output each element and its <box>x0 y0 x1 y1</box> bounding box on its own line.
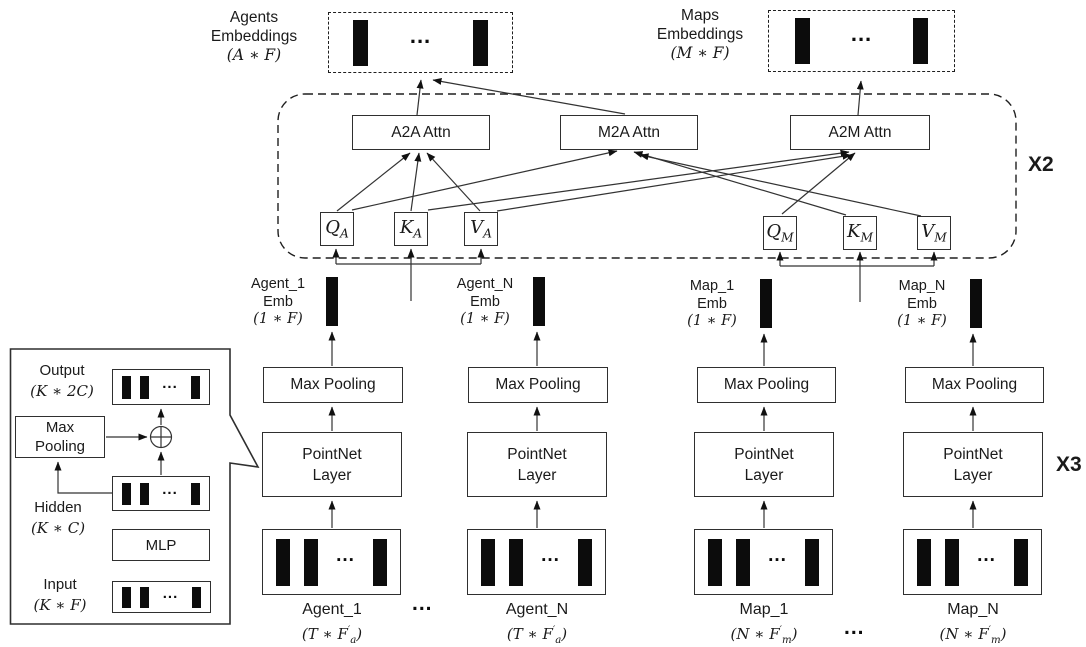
ellipsis: ... <box>850 21 873 46</box>
a2a-attention-box: A2A Attn <box>352 115 490 150</box>
key-agent-box: KA <box>394 212 428 246</box>
embedding-bar <box>913 18 928 64</box>
ellipsis: ... <box>336 545 355 566</box>
input-label-mapN: Map_N (N ∗ F′m) <box>939 601 1007 646</box>
input-label-agentN: Agent_N (T ∗ F′a) <box>505 601 569 646</box>
inset-input-bars: ... <box>112 581 211 613</box>
map1-emb-bar <box>760 279 772 328</box>
ellipsis: ... <box>162 481 178 498</box>
m2a-attention-box: M2A Attn <box>560 115 698 150</box>
ellipsis: ... <box>768 545 787 566</box>
maps-embeddings-box: ... <box>768 10 955 72</box>
inset-hidden-label: Hidden(K ∗ C) <box>30 499 86 537</box>
input-box-agentN: ... <box>467 529 606 595</box>
inset-output-label: Output(K ∗ 2C) <box>30 362 94 400</box>
inset-hidden-bars: ... <box>112 476 210 511</box>
inset-output-bars: ... <box>112 369 210 405</box>
agentN-emb-bar <box>533 277 545 326</box>
encoder-repeat-label: X3 <box>1056 453 1082 476</box>
agents-embeddings-box: ... <box>328 12 513 73</box>
query-agent-box: QA <box>320 212 354 246</box>
query-map-box: QM <box>763 216 797 250</box>
input-box-agent1: ... <box>262 529 401 595</box>
mapN-emb-bar <box>970 279 982 328</box>
ellipsis: ... <box>162 374 178 392</box>
agents-embeddings-label: Agents Embeddings (A ∗ F) <box>210 9 298 64</box>
value-agent-box: VA <box>464 212 498 246</box>
embedding-bar <box>353 19 368 66</box>
agent1-emb-bar <box>326 277 338 326</box>
input-box-map1: ... <box>694 529 833 595</box>
ellipsis: ... <box>977 545 996 566</box>
maxpool-box-map1: Max Pooling <box>697 367 836 403</box>
ellipsis: ... <box>412 592 433 615</box>
embedding-bar <box>473 19 488 66</box>
maxpool-box-agent1: Max Pooling <box>263 367 403 403</box>
maxpool-box-agentN: Max Pooling <box>468 367 608 403</box>
embedding-bar <box>795 18 810 64</box>
value-map-box: VM <box>917 216 951 250</box>
inset-mlp-box: MLP <box>112 529 210 561</box>
maps-embeddings-label: Maps Embeddings (M ∗ F) <box>656 7 744 62</box>
ellipsis: ... <box>162 584 179 602</box>
maxpool-box-mapN: Max Pooling <box>905 367 1044 403</box>
attention-block-outline <box>277 93 1017 259</box>
key-map-box: KM <box>843 216 877 250</box>
input-label-map1: Map_1 (N ∗ F′m) <box>730 601 798 646</box>
inset-input-label: Input(K ∗ F) <box>33 576 87 614</box>
sum-concat-icon <box>149 425 173 449</box>
ellipsis: ... <box>541 545 560 566</box>
ellipsis: ... <box>409 22 432 48</box>
attention-repeat-label: X2 <box>1028 153 1054 176</box>
ellipsis: ... <box>844 616 865 639</box>
input-box-mapN: ... <box>903 529 1042 595</box>
a2m-attention-box: A2M Attn <box>790 115 930 150</box>
input-label-agent1: Agent_1 (T ∗ F′a) <box>301 601 363 646</box>
